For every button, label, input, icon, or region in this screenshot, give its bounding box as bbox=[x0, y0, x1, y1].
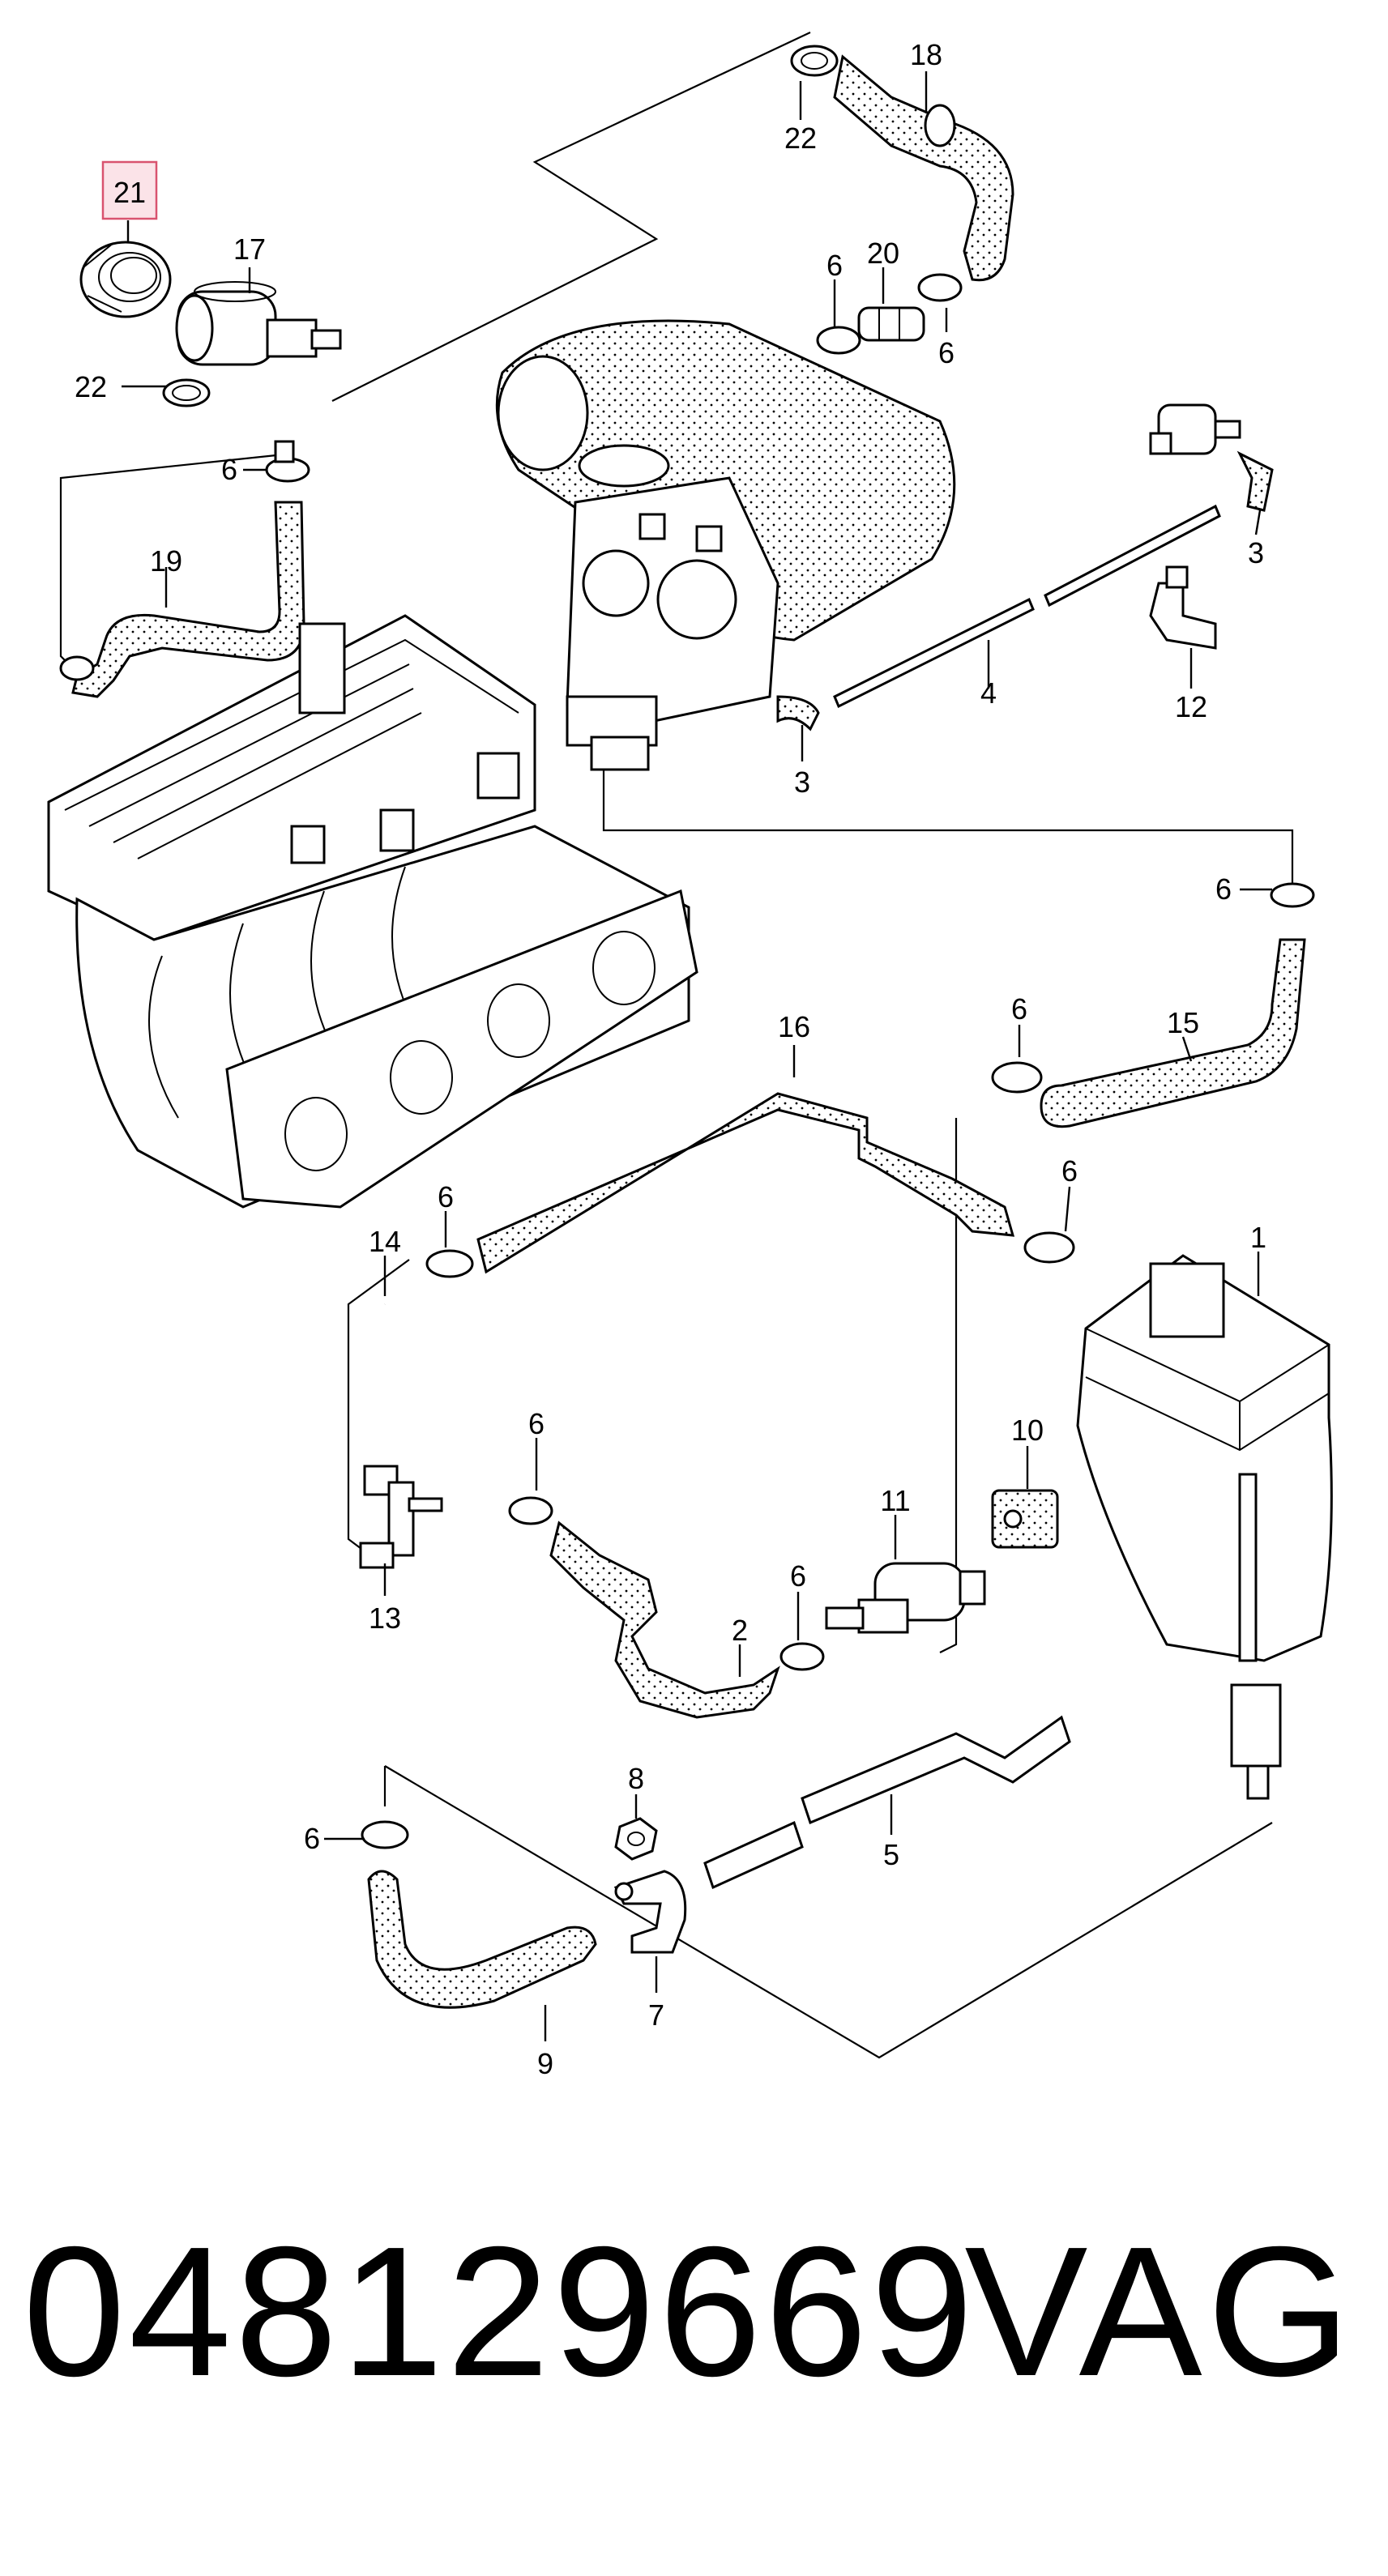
highlight-box-21 bbox=[101, 160, 158, 220]
clamp-6-top-right[interactable] bbox=[917, 273, 963, 302]
hose-9[interactable] bbox=[367, 1870, 597, 2009]
clamp-6-canister[interactable] bbox=[1023, 1231, 1075, 1264]
hose-15[interactable] bbox=[1040, 938, 1306, 1128]
bracket-13[interactable] bbox=[359, 1465, 443, 1569]
part-3-upper-right[interactable] bbox=[1149, 403, 1274, 512]
label-12[interactable]: 12 bbox=[1175, 690, 1207, 723]
clamp-6-hose-16[interactable] bbox=[425, 1249, 474, 1278]
hose-2[interactable] bbox=[549, 1520, 780, 1719]
hose-19-end bbox=[59, 655, 95, 681]
label-19[interactable]: 19 bbox=[150, 544, 182, 578]
part-8-nut[interactable] bbox=[614, 1817, 658, 1861]
pipe-4[interactable] bbox=[833, 504, 1221, 709]
label-4[interactable]: 4 bbox=[980, 676, 997, 710]
part-1-charcoal-canister[interactable] bbox=[1076, 1254, 1333, 1800]
label-15[interactable]: 15 bbox=[1167, 1006, 1199, 1039]
clamp-6-hose-15[interactable] bbox=[991, 1061, 1043, 1094]
hose-19[interactable] bbox=[71, 501, 305, 698]
label-6-hose-16[interactable]: 6 bbox=[438, 1180, 454, 1213]
footer: 048129669 VAG bbox=[0, 2220, 1388, 2479]
label-6-right-upper[interactable]: 6 bbox=[1215, 872, 1232, 906]
pipe-14-inner bbox=[363, 1303, 520, 1508]
label-10[interactable]: 10 bbox=[1011, 1414, 1044, 1447]
part-7-bracket[interactable] bbox=[613, 1870, 687, 1954]
hose-18-clamp bbox=[924, 104, 956, 147]
label-7[interactable]: 7 bbox=[648, 1998, 664, 2032]
part-21-seal-ring[interactable] bbox=[79, 241, 172, 318]
hose-18[interactable] bbox=[833, 54, 1014, 282]
clamp-22-left[interactable] bbox=[162, 378, 211, 407]
parts-diagram: 21 17 22 6 19 18 22 6 20 6 3 12 4 3 6 15… bbox=[47, 32, 1333, 2080]
label-6-hose-2-left[interactable]: 6 bbox=[528, 1407, 545, 1440]
label-22-left[interactable]: 22 bbox=[75, 370, 107, 403]
label-6-canister[interactable]: 6 bbox=[1061, 1154, 1078, 1188]
label-2[interactable]: 2 bbox=[732, 1614, 748, 1647]
clamp-6-hose-2-left[interactable] bbox=[508, 1496, 553, 1525]
part-11-solenoid-valve[interactable] bbox=[825, 1562, 986, 1634]
clamp-6-right-upper[interactable] bbox=[1270, 882, 1315, 908]
part-3-lower-hose[interactable] bbox=[776, 695, 820, 731]
leader-lines bbox=[122, 71, 1272, 2041]
label-6-top-right[interactable]: 6 bbox=[938, 336, 955, 369]
label-18[interactable]: 18 bbox=[910, 38, 942, 71]
label-9[interactable]: 9 bbox=[537, 2047, 553, 2080]
routing-lines bbox=[59, 32, 1294, 2059]
callout-labels: 21 17 22 6 19 18 22 6 20 6 3 12 4 3 6 15… bbox=[75, 38, 1266, 2080]
part-17-idle-valve[interactable] bbox=[175, 281, 342, 366]
bracket-12[interactable] bbox=[1149, 565, 1217, 650]
label-5[interactable]: 5 bbox=[883, 1838, 899, 1871]
label-6-top-left[interactable]: 6 bbox=[826, 249, 843, 282]
label-6-hose-2-right[interactable]: 6 bbox=[790, 1559, 806, 1593]
label-17[interactable]: 17 bbox=[233, 232, 266, 266]
label-3-lower[interactable]: 3 bbox=[794, 766, 810, 799]
label-22-top[interactable]: 22 bbox=[784, 122, 817, 155]
part-20-connector[interactable] bbox=[857, 306, 925, 342]
label-11[interactable]: 11 bbox=[880, 1484, 910, 1517]
brand-name: VAG bbox=[964, 2209, 1356, 2415]
hose-16[interactable] bbox=[476, 1092, 1015, 1274]
label-6-hose-9[interactable]: 6 bbox=[304, 1822, 320, 1855]
intake-manifold[interactable] bbox=[47, 614, 698, 1209]
clamp-6-hose-2-right[interactable] bbox=[779, 1642, 825, 1671]
label-16[interactable]: 16 bbox=[778, 1010, 810, 1043]
clamp-6-top-left[interactable] bbox=[816, 326, 861, 355]
label-20[interactable]: 20 bbox=[867, 237, 899, 270]
bracket-10[interactable] bbox=[991, 1489, 1059, 1549]
clamp-6-hose-9[interactable] bbox=[361, 1820, 409, 1849]
clamp-22-top[interactable] bbox=[790, 45, 839, 77]
label-8[interactable]: 8 bbox=[628, 1762, 644, 1795]
label-21[interactable]: 21 bbox=[113, 176, 146, 209]
clamp-6-upper-left[interactable] bbox=[265, 440, 310, 483]
label-6-upper-left[interactable]: 6 bbox=[221, 453, 237, 486]
label-13[interactable]: 13 bbox=[369, 1601, 401, 1635]
label-14[interactable]: 14 bbox=[369, 1225, 401, 1258]
throttle-body[interactable] bbox=[495, 319, 956, 771]
label-6-hose-15[interactable]: 6 bbox=[1011, 992, 1027, 1026]
part-number: 048129669 bbox=[23, 2209, 977, 2415]
label-3-upper[interactable]: 3 bbox=[1248, 536, 1264, 569]
pipe-5[interactable] bbox=[703, 1715, 1071, 1890]
label-1[interactable]: 1 bbox=[1250, 1221, 1266, 1254]
